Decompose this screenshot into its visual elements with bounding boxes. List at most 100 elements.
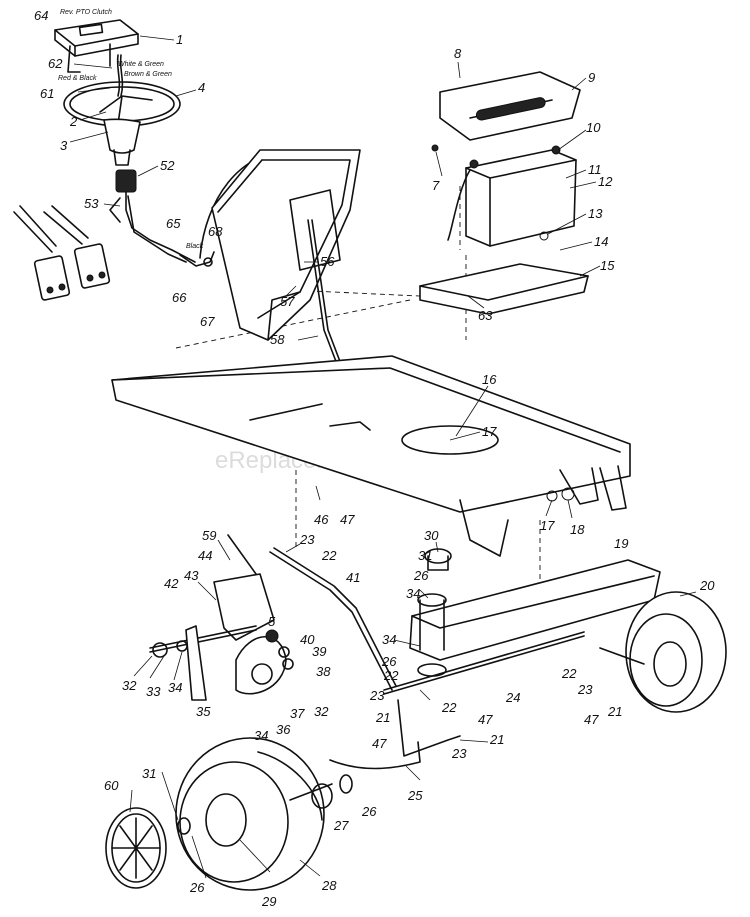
callout-57: 57 <box>280 294 295 309</box>
callout-58: 58 <box>270 332 285 347</box>
callout-5: 5 <box>268 614 276 629</box>
callout-59: 59 <box>202 528 216 543</box>
callout-23-top: 23 <box>299 532 315 547</box>
callout-25: 25 <box>407 788 423 803</box>
callout-16: 16 <box>482 372 497 387</box>
callout-17-right: 17 <box>540 518 555 533</box>
callout-18: 18 <box>570 522 585 537</box>
callout-47-right: 47 <box>584 712 599 727</box>
callout-53: 53 <box>84 196 99 211</box>
main-frame <box>111 355 631 557</box>
wheel-right <box>599 591 727 713</box>
callout-11: 11 <box>588 162 602 177</box>
callout-63: 63 <box>478 308 493 323</box>
callout-22-axle: 22 <box>383 668 399 683</box>
battery-group <box>419 71 589 315</box>
callout-2: 2 <box>69 114 78 129</box>
callout-35: 35 <box>196 704 211 719</box>
callout-34-top: 34 <box>406 586 420 601</box>
callout-19: 19 <box>614 536 628 551</box>
callout-23-bottom: 23 <box>451 746 467 761</box>
front-axle <box>329 548 661 770</box>
callout-3: 3 <box>60 138 68 153</box>
callout-34-left: 34 <box>168 680 182 695</box>
callout-numbers: 64 1 62 61 4 2 3 52 53 65 68 66 67 8 9 1… <box>34 8 715 909</box>
callout-20: 20 <box>699 578 715 593</box>
callout-38: 38 <box>316 664 331 679</box>
callout-40: 40 <box>300 632 315 647</box>
callout-60: 60 <box>104 778 119 793</box>
wire-label-red-black: Red & Black <box>58 75 97 82</box>
connector-plugs <box>13 205 111 301</box>
callout-26-top: 26 <box>413 568 429 583</box>
callout-26-bottom: 26 <box>189 880 205 895</box>
callout-21-right: 21 <box>607 704 622 719</box>
callout-65: 65 <box>166 216 181 231</box>
callout-13: 13 <box>588 206 603 221</box>
wire-label-black: Black <box>186 243 204 250</box>
callout-8: 8 <box>454 46 462 61</box>
wire-labels: Rev. PTO Clutch White & Green Brown & Gr… <box>58 9 204 250</box>
callout-1: 1 <box>176 32 183 47</box>
callout-26-axle: 26 <box>381 654 397 669</box>
callout-21-left: 21 <box>375 710 390 725</box>
callout-15: 15 <box>600 258 615 273</box>
callout-39: 39 <box>312 644 326 659</box>
callout-41: 41 <box>346 570 360 585</box>
wire-label-rev-pto: Rev. PTO Clutch <box>60 9 112 16</box>
callout-43: 43 <box>184 568 199 583</box>
callout-52: 52 <box>160 158 175 173</box>
callout-27: 27 <box>333 818 349 833</box>
callout-7: 7 <box>432 178 440 193</box>
callout-36: 36 <box>276 722 291 737</box>
callout-44: 44 <box>198 548 212 563</box>
hubcap <box>105 807 191 889</box>
callout-47-top: 47 <box>340 512 355 527</box>
callout-26-hub: 26 <box>361 804 377 819</box>
callout-23-right: 23 <box>577 682 593 697</box>
callout-42: 42 <box>164 576 179 591</box>
callout-33: 33 <box>146 684 161 699</box>
callout-32-left: 32 <box>122 678 137 693</box>
callout-56: 56 <box>320 254 335 269</box>
callout-10: 10 <box>586 120 601 135</box>
callout-30: 30 <box>424 528 439 543</box>
leader-lines <box>69 35 697 879</box>
callout-17-top: 17 <box>482 424 497 439</box>
wheel-left <box>175 737 353 891</box>
callout-31-top: 31 <box>418 548 432 563</box>
pto-switch <box>54 19 139 73</box>
callout-66: 66 <box>172 290 187 305</box>
callout-31-bottom: 31 <box>142 766 156 781</box>
callout-21-mid: 21 <box>489 732 504 747</box>
callout-34-axle: 34 <box>382 632 396 647</box>
callout-23-axle: 23 <box>369 688 385 703</box>
callout-68: 68 <box>208 224 223 239</box>
callout-37: 37 <box>290 706 305 721</box>
steering-wheel <box>63 54 181 166</box>
wire-label-brown-green: Brown & Green <box>124 71 172 78</box>
callout-67: 67 <box>200 314 215 329</box>
callout-22-bottom: 22 <box>441 700 457 715</box>
callout-47-left: 47 <box>372 736 387 751</box>
callout-61: 61 <box>40 86 54 101</box>
callout-22-top: 22 <box>321 548 337 563</box>
callout-34-bottom: 34 <box>254 728 268 743</box>
callout-32-mid: 32 <box>314 704 329 719</box>
drag-link <box>269 547 397 691</box>
callout-47-mid: 47 <box>478 712 493 727</box>
callout-22-right: 22 <box>561 666 577 681</box>
callout-62: 62 <box>48 56 63 71</box>
callout-46: 46 <box>314 512 329 527</box>
callout-28: 28 <box>321 878 337 893</box>
callout-24: 24 <box>505 690 520 705</box>
callout-14: 14 <box>594 234 608 249</box>
callout-64: 64 <box>34 8 48 23</box>
steering-sector <box>149 534 294 701</box>
callout-12: 12 <box>598 174 613 189</box>
callout-29: 29 <box>261 894 276 909</box>
callout-9: 9 <box>588 70 595 85</box>
wire-label-white-green: White & Green <box>118 61 164 68</box>
callout-4: 4 <box>198 80 205 95</box>
